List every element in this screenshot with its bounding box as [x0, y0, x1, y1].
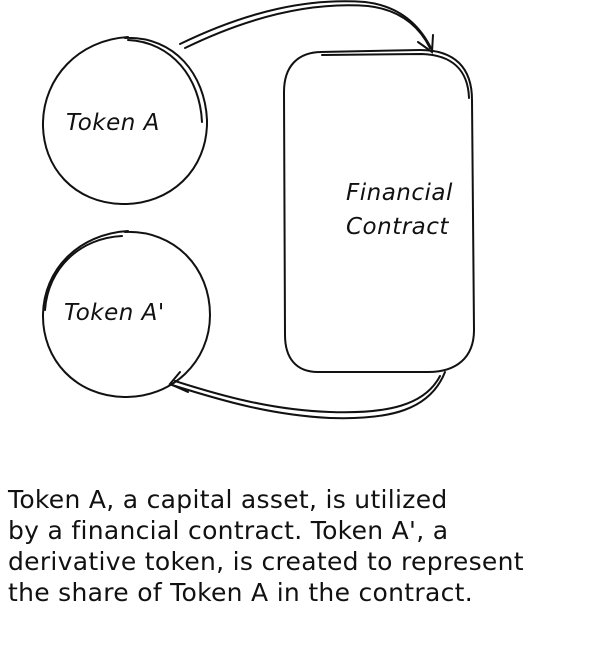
token-a-label: Token A	[66, 110, 160, 136]
financial-contract-box	[282, 48, 476, 373]
caption-line: derivative token, is created to represen…	[8, 547, 524, 576]
caption: Token A, a capital asset, is utilized by…	[8, 484, 600, 608]
caption-line: Token A, a capital asset, is utilized	[8, 485, 448, 514]
caption-line: the share of Token A in the contract.	[8, 578, 473, 607]
contract-label-line2: Contract	[346, 214, 449, 240]
token-a-prime-circle	[41, 230, 212, 399]
caption-line: by a financial contract. Token A', a	[8, 516, 449, 545]
token-a-prime-label: Token A'	[64, 300, 165, 326]
contract-label-line1: Financial	[346, 180, 453, 206]
token-a-circle	[41, 36, 209, 206]
arrow-contract-to-token-a-prime	[168, 371, 446, 420]
arrow-token-a-to-contract	[179, 0, 434, 54]
